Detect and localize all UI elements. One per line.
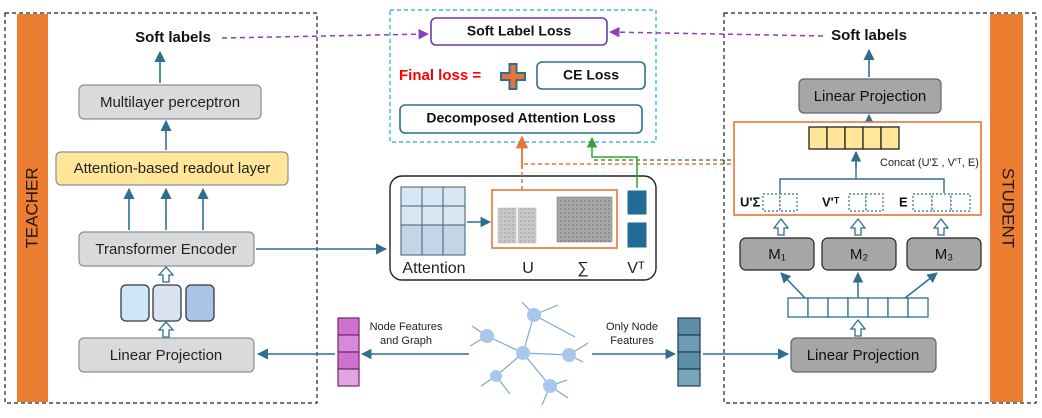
graph-input-area: Node Features and Graph <box>256 301 790 406</box>
concat-vector <box>808 126 900 150</box>
ce-loss-box <box>536 61 646 90</box>
student-soft-to-loss <box>608 26 824 38</box>
vec-to-m3 <box>904 272 938 299</box>
student-projection-bottom-box <box>790 337 937 373</box>
orange-u-loss-line <box>521 163 781 196</box>
teacher-side-label: TEACHER <box>22 167 41 248</box>
vec-to-m1 <box>780 272 806 299</box>
m2-label: M₂ <box>850 246 868 263</box>
decomposed-loss-box <box>399 104 643 134</box>
token-block-1 <box>120 284 150 322</box>
sigma-matrix <box>556 196 613 243</box>
u-prime-label: U'Σ <box>740 194 760 209</box>
node-features-graph-line-1: Node Features <box>370 321 443 333</box>
plus-icon <box>500 63 526 90</box>
m3-label: M₃ <box>935 246 954 263</box>
student-projection-top-box <box>798 78 942 114</box>
node-features-graph-line-2: and Graph <box>380 335 432 347</box>
teacher-mlp-box <box>78 84 262 120</box>
student-soft-labels: Soft labels <box>831 27 907 44</box>
hollow-arrow-m2 <box>849 217 867 236</box>
hollow-arrow-to-encoder <box>157 266 175 283</box>
sigma-label: ∑ <box>577 260 588 277</box>
m2-box <box>821 237 897 271</box>
u-matrix-2 <box>517 207 537 244</box>
teacher-soft-to-loss <box>221 28 430 40</box>
loss-panel: Soft Label Loss Final loss = CE Loss Dec… <box>389 9 657 143</box>
u-label: U <box>522 260 534 277</box>
purple-feature-vector <box>337 317 360 387</box>
final-loss-label: Final loss = <box>399 67 481 84</box>
vt-label: Vᵀ <box>627 260 645 277</box>
ce-loss-label: CE Loss <box>563 67 619 83</box>
blue-feature-vector <box>677 317 701 387</box>
teacher-encoder-label: Transformer Encoder <box>95 241 236 258</box>
hollow-arrow-to-tokens <box>157 321 175 338</box>
student-side-bar <box>990 14 1023 402</box>
only-node-features-line-1: Only Node <box>606 321 658 333</box>
hollow-arrow-m1 <box>772 217 790 236</box>
attention-svd-panel: Attention U ∑ Vᵀ <box>389 175 657 281</box>
m1-label: M₁ <box>768 246 786 263</box>
decomposed-loss-label: Decomposed Attention Loss <box>426 110 615 126</box>
teacher-projection-label: Linear Projection <box>110 347 223 364</box>
graph-icon <box>469 301 589 406</box>
student-panel: STUDENT Soft labels Linear Projection Co… <box>723 12 1037 404</box>
teacher-mlp-label: Multilayer perceptron <box>100 94 240 111</box>
u-matrix <box>497 207 517 244</box>
hollow-arrow-to-input-vector <box>849 318 867 337</box>
soft-label-loss-label: Soft Label Loss <box>467 23 571 39</box>
student-projection-bottom-label: Linear Projection <box>807 347 920 364</box>
m3-box <box>906 237 982 271</box>
vt-matrix-bottom <box>626 221 648 249</box>
token-block-2 <box>152 284 182 322</box>
u-prime-vector <box>762 193 798 212</box>
e-vector <box>912 193 971 212</box>
only-node-features-line-2: Features <box>610 335 654 347</box>
v-prime-label: V'ᵀ <box>822 194 840 209</box>
teacher-encoder-box <box>78 231 255 267</box>
soft-label-loss-box <box>430 17 608 46</box>
e-label: E <box>899 194 908 209</box>
hollow-arrow-m3 <box>932 217 950 236</box>
student-input-vector <box>787 297 929 318</box>
attention-label: Attention <box>402 260 465 277</box>
concat-label: Concat (U'Σ , V'ᵀ, E) <box>880 157 979 169</box>
teacher-projection-box <box>78 337 255 373</box>
m1-box <box>739 237 815 271</box>
teacher-readout-label: Attention-based readout layer <box>74 160 271 177</box>
student-side-label: STUDENT <box>999 168 1018 248</box>
v-prime-vector <box>848 193 884 212</box>
teacher-readout-box <box>55 151 289 186</box>
student-projection-top-label: Linear Projection <box>814 88 927 105</box>
token-block-3 <box>185 284 215 322</box>
teacher-side-bar <box>17 14 48 402</box>
green-vt-loss-line <box>586 136 638 188</box>
teacher-panel: TEACHER Soft labels Multilayer perceptro… <box>4 12 318 404</box>
vt-matrix-top <box>626 189 648 216</box>
attention-matrix <box>400 186 466 256</box>
teacher-soft-labels: Soft labels <box>135 29 211 46</box>
